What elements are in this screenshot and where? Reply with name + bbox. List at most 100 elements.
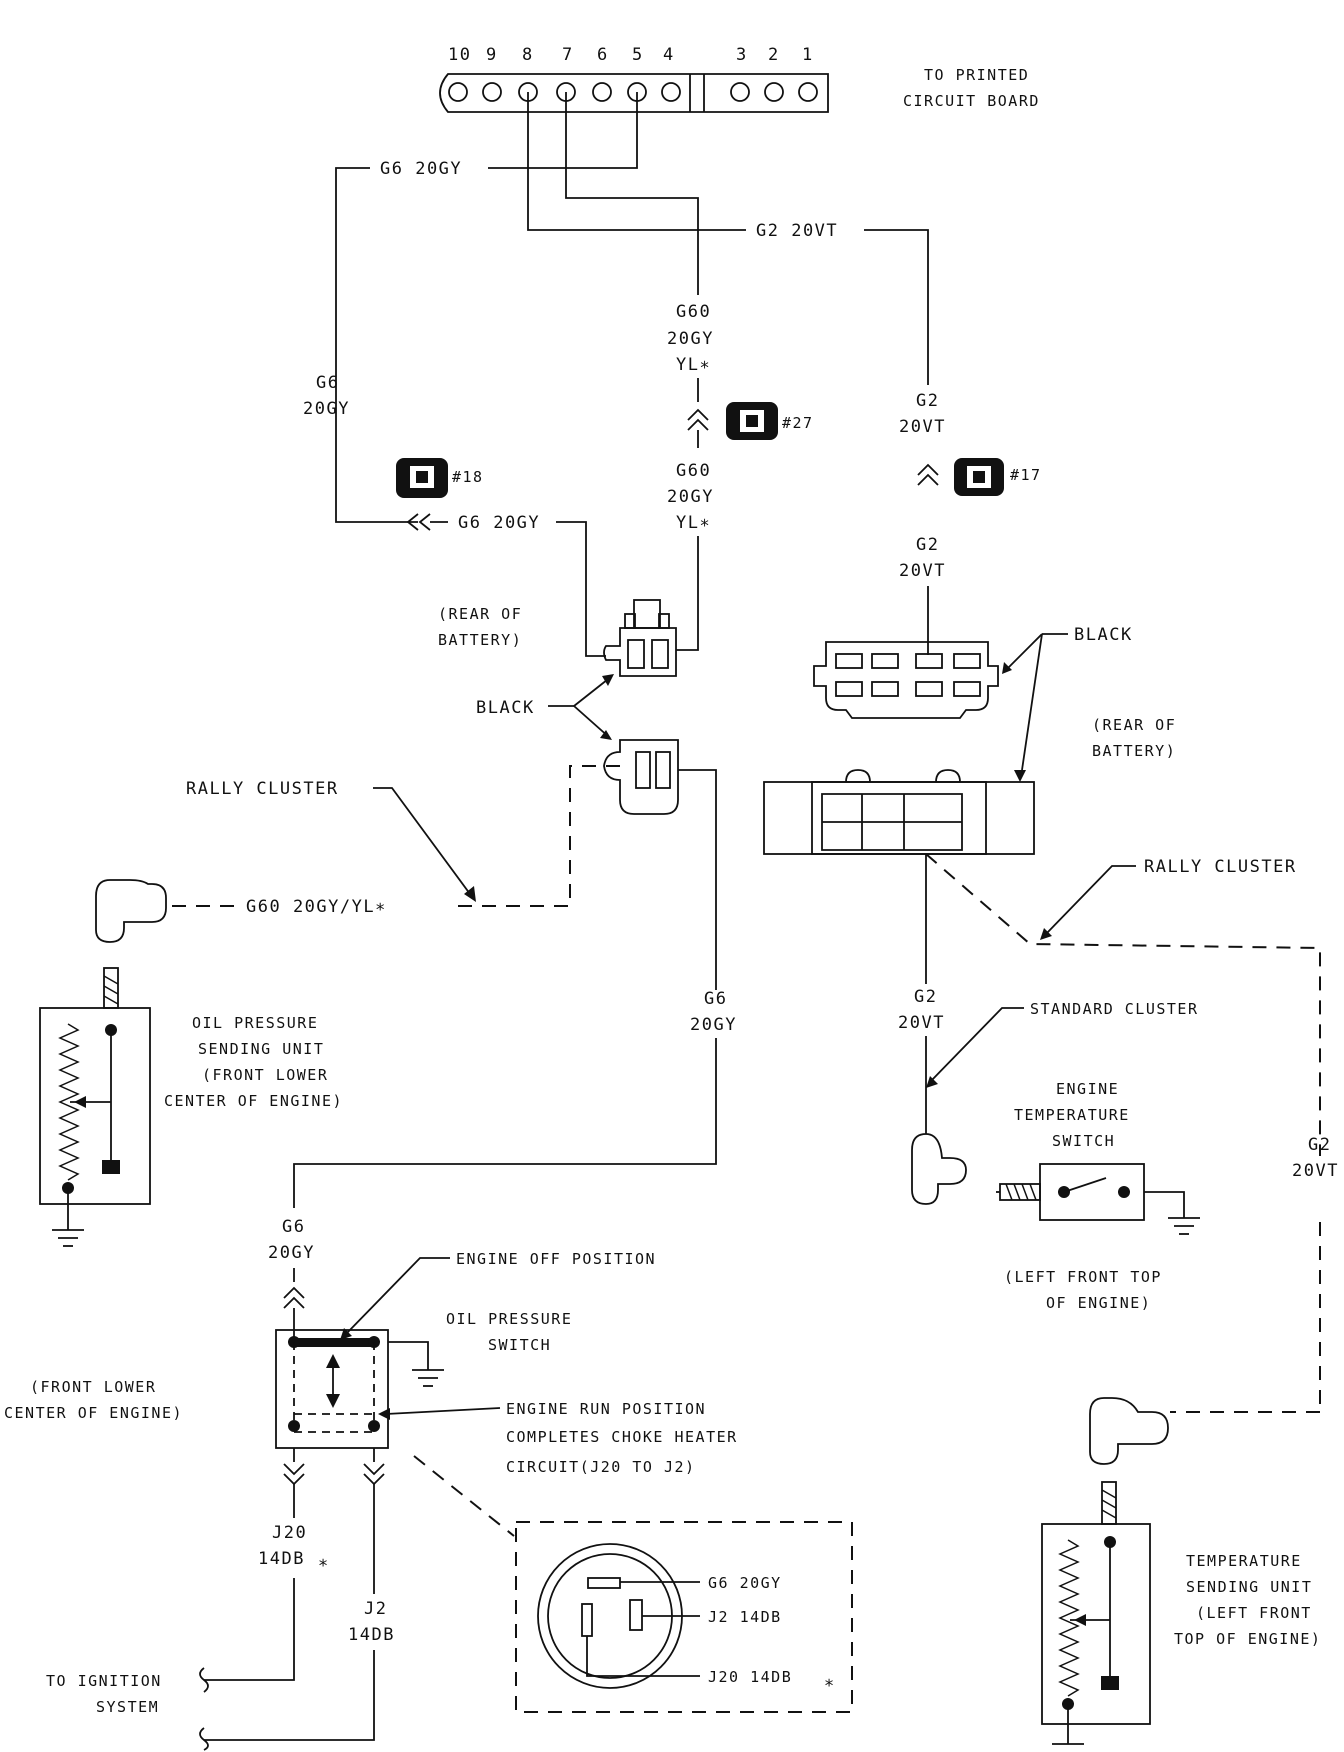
black-connector-right-lower (763, 769, 1035, 855)
pin-number-6: 6 (597, 45, 609, 65)
temperature-sending-unit (1041, 1481, 1151, 1745)
oil-switch-label-1: OIL PRESSURE (446, 1310, 572, 1328)
temp-sender-label-3: (LEFT FRONT (1196, 1604, 1312, 1622)
j20-star-label: ∗ (318, 1553, 330, 1573)
g2-rally-right-label: G2 (1308, 1135, 1331, 1155)
switch-connector-detail (537, 1543, 700, 1689)
oil-switch-label-2: SWITCH (488, 1336, 551, 1354)
black-label-left: BLACK (476, 698, 535, 718)
pcb-label-line1: TO PRINTED (924, 66, 1029, 84)
engine-off-label: ENGINE OFF POSITION (456, 1250, 656, 1268)
detail-g6-label: G6 20GY (708, 1574, 782, 1592)
oil-sender-label-1: OIL PRESSURE (192, 1014, 318, 1032)
pin-number-7: 7 (562, 45, 574, 65)
rally-gauge-connector-right (1089, 1397, 1169, 1465)
20gy-left-label: 20GY (303, 399, 350, 419)
oil-sender-label-3: (FRONT LOWER (202, 1066, 328, 1084)
20vt-lower-label: 20VT (899, 561, 946, 581)
connector-18-icon (396, 458, 448, 498)
standard-cluster-gauge-connector (911, 1133, 967, 1205)
j20-label: J20 (272, 1523, 307, 1543)
rally-gauge-connector-left (95, 879, 167, 943)
20vt-rally-right-label: 20VT (1292, 1161, 1339, 1181)
eng-temp-loc-label-1: (LEFT FRONT TOP (1004, 1268, 1162, 1286)
20gy-lower-right-label: 20GY (690, 1015, 737, 1035)
standard-cluster-label: STANDARD CLUSTER (1030, 1000, 1199, 1018)
g60-lower-label: G60 (676, 461, 711, 481)
temp-sender-label-2: SENDING UNIT (1186, 1578, 1312, 1596)
oil-switch-loc-label-1: (FRONT LOWER (30, 1378, 156, 1396)
detail-j20-label: J20 14DB (708, 1668, 792, 1686)
eng-temp-switch-label-2: TEMPERATURE (1014, 1106, 1130, 1124)
oil-pressure-sending-unit (39, 967, 151, 1247)
rear-battery-left-1: (REAR OF (438, 605, 522, 623)
black-connector-left-lower (603, 739, 679, 815)
connector-17-label: #17 (1010, 466, 1042, 484)
oil-sender-label-4: CENTER OF ENGINE) (164, 1092, 343, 1110)
rally-cluster-left-label: RALLY CLUSTER (186, 779, 339, 799)
g60-upper-label: G60 (676, 302, 711, 322)
pin-number-5: 5 (632, 45, 644, 65)
black-connector-right-upper (813, 641, 999, 719)
pin-number-3: 3 (736, 45, 748, 65)
rear-battery-right-1: (REAR OF (1092, 716, 1176, 734)
engine-run-label-1: ENGINE RUN POSITION (506, 1400, 706, 1418)
g6-left-label: G6 (316, 373, 339, 393)
j2-label: J2 (364, 1599, 387, 1619)
g60-rally-label: G60 20GY/YL∗ (246, 897, 387, 917)
black-connector-left-upper (603, 599, 677, 677)
eng-temp-switch-label-1: ENGINE (1056, 1080, 1119, 1098)
detail-j20-star: ∗ (824, 1673, 836, 1693)
g6-lower-right-label: G6 (704, 989, 727, 1009)
connector-27-label: #27 (782, 414, 814, 432)
rally-cluster-right-label: RALLY CLUSTER (1144, 857, 1297, 877)
oil-sender-label-2: SENDING UNIT (198, 1040, 324, 1058)
rear-battery-left-2: BATTERY) (438, 631, 522, 649)
yl-lower-label: YL∗ (676, 513, 711, 533)
connector-18-label: #18 (452, 468, 484, 486)
eng-temp-switch-label-3: SWITCH (1052, 1132, 1115, 1150)
ignition-label-2: SYSTEM (96, 1698, 159, 1716)
g6-20gy-mid-label: G6 20GY (458, 513, 540, 533)
pcb-label-line2: CIRCUIT BOARD (903, 92, 1040, 110)
connector-pin-holes (448, 82, 818, 102)
g2-20vt-top-label: G2 20VT (756, 221, 838, 241)
engine-run-label-3: CIRCUIT(J20 TO J2) (506, 1458, 696, 1476)
black-label-right: BLACK (1074, 625, 1133, 645)
g2-standard-label: G2 (914, 987, 937, 1007)
connector-27-icon (726, 402, 778, 440)
pin-number-2: 2 (768, 45, 780, 65)
j2-14db-label: 14DB (348, 1625, 395, 1645)
temp-sender-label-4: TOP OF ENGINE) (1174, 1630, 1321, 1648)
20vt-standard-label: 20VT (898, 1013, 945, 1033)
rear-battery-right-2: BATTERY) (1092, 742, 1176, 760)
g2-lower-label: G2 (916, 535, 939, 555)
top-wires (335, 92, 929, 523)
printed-circuit-board-connector: 10 9 8 7 6 5 4 3 2 1 TO PRINTED CIRCUIT … (439, 45, 1040, 113)
j20-14db-label: 14DB (258, 1549, 305, 1569)
oil-switch-loc-label-2: CENTER OF ENGINE) (4, 1404, 183, 1422)
20gy-switch-label: 20GY (268, 1243, 315, 1263)
pin-number-9: 9 (486, 45, 498, 65)
g6-switch-label: G6 (282, 1217, 305, 1237)
g6-20gy-top-label: G6 20GY (380, 159, 462, 179)
temp-sender-label-1: TEMPERATURE (1186, 1552, 1302, 1570)
pin-number-4: 4 (663, 45, 675, 65)
20gy-upper-label: 20GY (667, 329, 714, 349)
engine-run-label-2: COMPLETES CHOKE HEATER (506, 1428, 738, 1446)
pin-number-10: 10 (448, 45, 471, 65)
20vt-upper-label: 20VT (899, 417, 946, 437)
pin-number-1: 1 (802, 45, 814, 65)
pin-number-8: 8 (522, 45, 534, 65)
oil-pressure-switch (275, 1329, 444, 1449)
connector-17-icon (954, 458, 1004, 496)
g2-upper-label: G2 (916, 391, 939, 411)
yl-upper-label: YL∗ (676, 355, 711, 375)
eng-temp-loc-label-2: OF ENGINE) (1046, 1294, 1151, 1312)
ignition-label-1: TO IGNITION (46, 1672, 162, 1690)
20gy-lower-label: 20GY (667, 487, 714, 507)
engine-temperature-switch (996, 1163, 1200, 1235)
detail-j2-label: J2 14DB (708, 1608, 782, 1626)
